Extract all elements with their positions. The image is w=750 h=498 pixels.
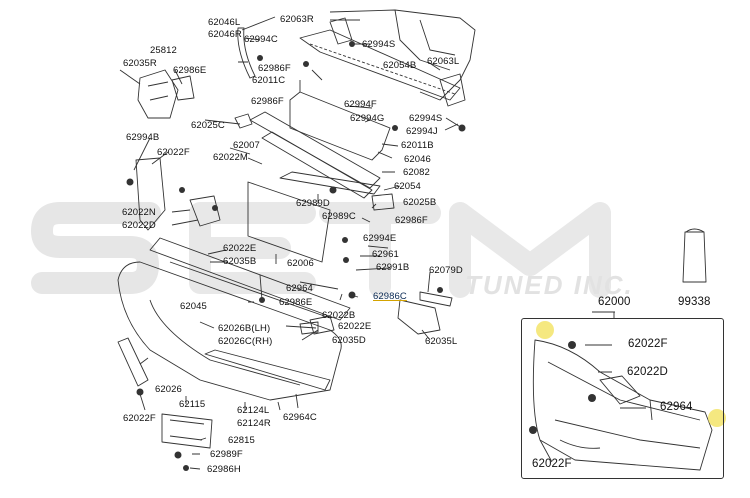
part-label-62994g: 62994G xyxy=(350,113,385,124)
part-label-62964c: 62964C xyxy=(283,412,317,423)
part-label-62000: 62000 xyxy=(598,296,631,308)
part-label-62994j: 62994J xyxy=(406,126,438,137)
part-label-25812: 25812 xyxy=(150,45,177,56)
part-label-62994s: 62994S xyxy=(362,39,396,50)
watermark-text: TUNED INC. xyxy=(465,270,634,300)
part-label-62961: 62961 xyxy=(372,249,399,260)
part-label-62063r: 62063R xyxy=(280,14,314,25)
part-label-62964: 62964 xyxy=(660,401,693,413)
part-label-62994e: 62994E xyxy=(363,233,397,244)
part-label-62063l: 62063L xyxy=(427,56,460,67)
part-label-62011b: 62011B xyxy=(401,140,434,151)
watermark-logo xyxy=(31,202,611,298)
part-label-62007: 62007 xyxy=(233,140,260,151)
part-label-62124l: 62124L xyxy=(237,405,270,416)
part-label-62994f: 62994F xyxy=(344,99,377,110)
part-label-62035d: 62035D xyxy=(332,335,366,346)
part-label-62986f: 62986F xyxy=(258,63,291,74)
part-label-62986h: 62986H xyxy=(207,464,241,475)
part-label-62026c: 62026C(RH) xyxy=(218,336,273,347)
part-label-62054b: 62054B xyxy=(383,60,417,71)
part-label-62989d: 62989D xyxy=(296,198,330,209)
part-label-62022b: 62022B xyxy=(322,310,356,321)
part-label-62046l: 62046L xyxy=(208,17,241,28)
part-label-62991b: 62991B xyxy=(376,262,410,273)
part-label-62022f: 62022F xyxy=(157,147,190,158)
part-label-62115: 62115 xyxy=(179,399,206,410)
part-label-62026: 62026 xyxy=(155,384,182,395)
part-label-62022n: 62022N xyxy=(122,207,156,218)
part-label-62022f: 62022F xyxy=(532,458,572,470)
part-label-62026b: 62026B(LH) xyxy=(218,323,271,334)
part-label-62986e: 62986E xyxy=(173,65,207,76)
part-label-62011c: 62011C xyxy=(252,75,286,86)
part-label-62022d: 62022D xyxy=(122,220,156,231)
part-label-62989f: 62989F xyxy=(210,449,243,460)
part-label-62994b: 62994B xyxy=(126,132,160,143)
part-label-99338: 99338 xyxy=(678,296,711,308)
part-label-62035l: 62035L xyxy=(425,336,458,347)
part-label-62986f: 62986F xyxy=(251,96,284,107)
part-label-62022e: 62022E xyxy=(223,243,257,254)
part-label-62054: 62054 xyxy=(394,181,421,192)
part-label-62046r: 62046R xyxy=(208,29,242,40)
complete-bumper-inset-frame xyxy=(521,318,724,479)
part-label-62045: 62045 xyxy=(180,301,207,312)
part-label-62022d: 62022D xyxy=(627,366,668,378)
part-label-62025b: 62025B xyxy=(403,197,437,208)
part-label-62815: 62815 xyxy=(228,435,255,446)
part-label-62022f: 62022F xyxy=(123,413,156,424)
part-label-62022f: 62022F xyxy=(628,338,668,350)
part-label-62986f: 62986F xyxy=(395,215,428,226)
part-label-62035r: 62035R xyxy=(123,58,157,69)
part-label-62989c: 62989C xyxy=(322,211,356,222)
part-label-62025c: 62025C xyxy=(191,120,225,131)
part-label-62022e: 62022E xyxy=(338,321,372,332)
part-label-62124r: 62124R xyxy=(237,418,271,429)
part-label-62006: 62006 xyxy=(287,258,314,269)
part-label-62994s: 62994S xyxy=(409,113,443,124)
part-label-62079d: 62079D xyxy=(429,265,463,276)
part-label-62082: 62082 xyxy=(403,167,430,178)
part-label-62986e: 62986E xyxy=(279,297,313,308)
part-label-62964: 62964 xyxy=(286,283,313,294)
part-label-62035b: 62035B xyxy=(223,256,257,267)
part-label-62046: 62046 xyxy=(404,154,431,165)
part-label-62994c: 62994C xyxy=(244,34,278,45)
part-label-62022m: 62022M xyxy=(213,152,248,163)
part-label-62986c: 62986C xyxy=(373,291,407,302)
